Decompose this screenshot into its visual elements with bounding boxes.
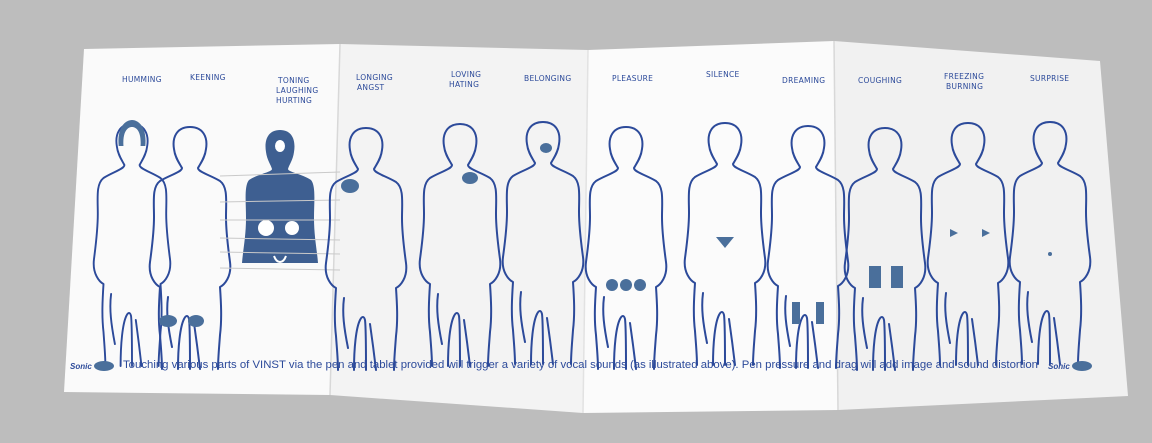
label-angst: ANGST [357,83,385,92]
label-surprise: SURPRISE [1030,74,1069,83]
caption-text: Touching various parts of VINST via the … [123,359,1038,371]
label-dreaming: DREAMING [782,76,825,85]
label-keening: KEENING [190,73,226,82]
label-freezing: FREEZING [944,72,984,81]
label-silence: SILENCE [706,70,740,79]
label-burning: BURNING [946,82,983,91]
label-longing: LONGING [356,73,393,82]
label-coughing: COUGHING [858,76,902,85]
label-toning: TONING [277,76,310,85]
label-belonging: BELONGING [524,74,571,83]
caption-row: Sonic Touching various parts of VINST vi… [70,359,1092,371]
label-hating: HATING [449,80,479,89]
label-humming: HUMMING [122,75,162,84]
label-laughing: LAUGHING [276,86,318,95]
logo-text-left: Sonic [70,362,92,371]
label-loving: LOVING [451,70,481,79]
label-pleasure: PLEASURE [612,74,653,83]
label-hurting: HURTING [276,96,312,105]
logo-text-right: Sonic [1048,362,1070,371]
